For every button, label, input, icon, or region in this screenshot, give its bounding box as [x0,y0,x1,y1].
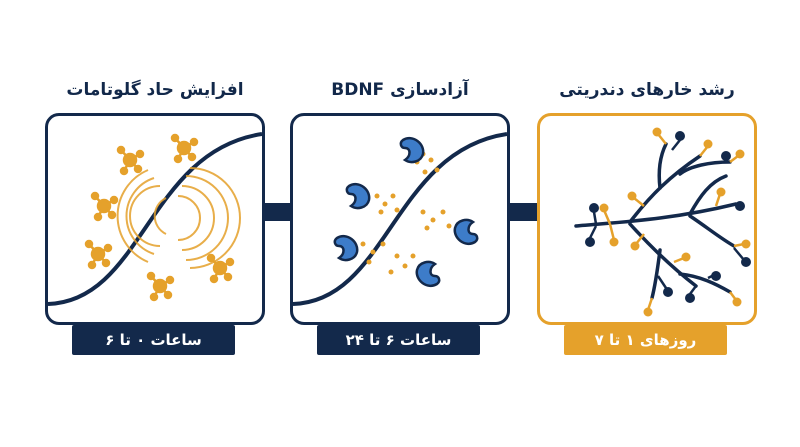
stage1-title: افزایش حاد گلوتامات [66,80,244,100]
stage3-time-label: روزهای ۱ تا ۷ [564,325,727,355]
stage2-title: آزادسازی BDNF [331,80,469,100]
bdnf-illustration [293,132,507,306]
stage1-panel [45,113,265,325]
stage2-time-label: ساعات ۶ تا ۲۴ [317,325,480,355]
glutamate-illustration [48,132,262,306]
stage3-title: رشد خارهای دندریتی [559,80,735,100]
stage3-panel [537,113,757,325]
stage1-time-label: ساعات ۰ تا ۶ [72,325,235,355]
dendritic-spine-illustration [574,127,751,317]
stage2-panel [290,113,510,325]
